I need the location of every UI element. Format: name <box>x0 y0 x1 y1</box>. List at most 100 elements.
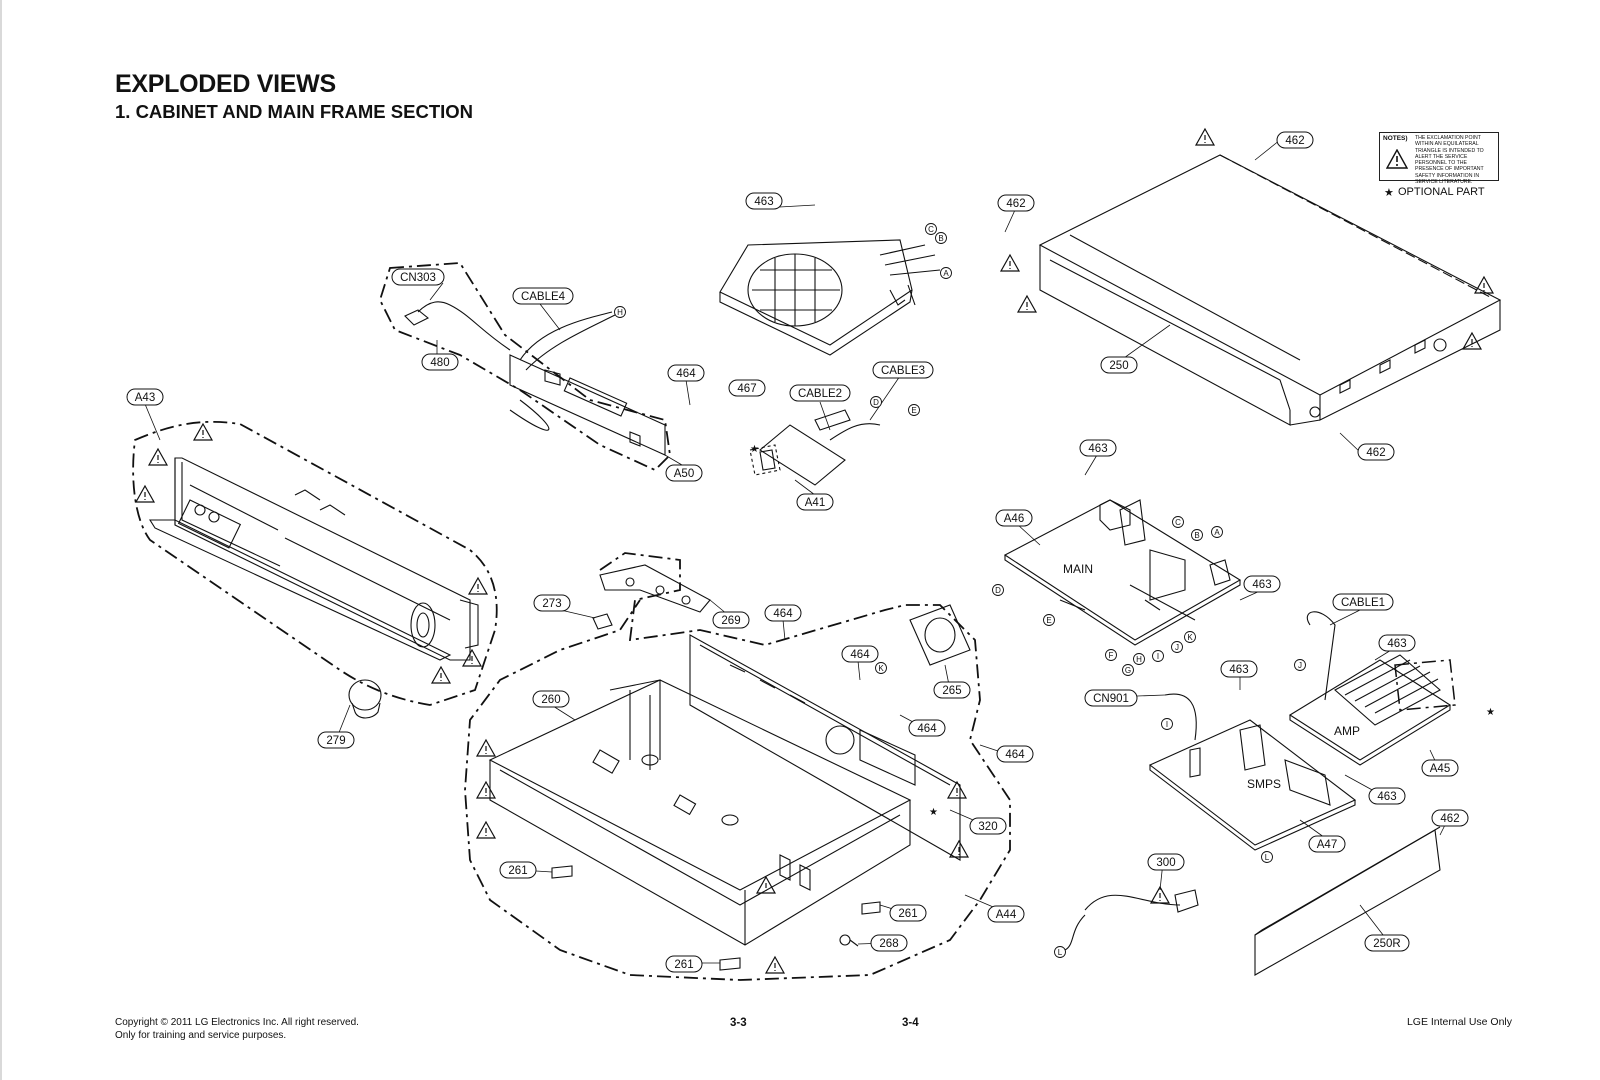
callout-text: A44 <box>996 909 1017 921</box>
callout-text: 467 <box>737 383 756 395</box>
front-board-a50 <box>404 301 666 456</box>
knob-279 <box>348 679 382 719</box>
connector-a: A <box>940 267 952 279</box>
callout-279: 279 <box>317 731 355 749</box>
callout-a44: A44 <box>987 905 1025 923</box>
connector-h: H <box>1133 653 1145 665</box>
callout-a46: A46 <box>995 509 1033 527</box>
warning-triangle-icon <box>1386 149 1408 169</box>
callout-text: 464 <box>676 368 696 380</box>
svg-text:J: J <box>1175 643 1179 652</box>
a50-group-outline <box>379 262 671 472</box>
callout-text: CN901 <box>1093 693 1129 705</box>
callout-text: 464 <box>850 649 870 661</box>
callout-text: A45 <box>1430 763 1450 775</box>
callout-a41: A41 <box>796 493 834 511</box>
callout-text: 462 <box>1366 447 1385 459</box>
leader-lines <box>144 139 1449 964</box>
callout-text: 250R <box>1373 938 1401 950</box>
callout-320: 320 <box>969 817 1007 835</box>
svg-text:★: ★ <box>1486 707 1495 718</box>
connector-d: D <box>870 396 882 408</box>
svg-text:K: K <box>878 664 884 673</box>
svg-text:G: G <box>1125 666 1131 675</box>
key-board-269 <box>599 564 711 613</box>
svg-text:K: K <box>1187 633 1193 642</box>
warning-triangle-icons <box>134 127 1495 974</box>
callout-250r: 250R <box>1364 934 1410 952</box>
callout-cable4: CABLE4 <box>512 287 574 305</box>
svg-text:F: F <box>1109 651 1114 660</box>
connector-d: D <box>992 584 1004 596</box>
callout-cn901: CN901 <box>1084 689 1138 707</box>
connector-b: B <box>935 232 947 244</box>
connector-k: K <box>1184 631 1196 643</box>
board-label-main: MAIN <box>1063 562 1093 576</box>
callout-480: 480 <box>421 353 459 371</box>
callout-text: 279 <box>326 735 345 747</box>
svg-text:J: J <box>1298 661 1302 670</box>
callout-text: 480 <box>430 357 449 369</box>
connector-l: L <box>1261 851 1273 863</box>
callout-text: 464 <box>773 608 793 620</box>
callout-462: 462 <box>1357 443 1395 461</box>
callout-a45: A45 <box>1421 759 1459 777</box>
callout-261: 261 <box>665 955 703 973</box>
callout-462: 462 <box>1276 131 1314 149</box>
callout-text: 268 <box>879 938 898 950</box>
svg-text:D: D <box>873 398 879 407</box>
callout-463: 463 <box>1079 439 1117 457</box>
svg-text:I: I <box>1157 652 1159 661</box>
callout-text: 463 <box>1229 664 1248 676</box>
connector-h: H <box>614 306 626 318</box>
notes-box: NOTES) THE EXCLAMATION POINT WITHIN AN E… <box>1379 132 1499 185</box>
connector-k: K <box>875 662 887 674</box>
rear-cover-250r <box>1254 826 1441 976</box>
svg-text:B: B <box>938 234 943 243</box>
optional-part-label: OPTIONAL PART <box>1398 186 1485 198</box>
callout-text: CN303 <box>400 272 436 284</box>
callout-text: 261 <box>674 959 693 971</box>
board-labels: MAIN AMP SMPS <box>1063 562 1360 791</box>
page-edge <box>0 0 2 1080</box>
callout-text: 463 <box>1377 791 1396 803</box>
connector-c: C <box>1172 516 1184 528</box>
callout-cable1: CABLE1 <box>1332 593 1394 611</box>
callout-260: 260 <box>532 690 570 708</box>
optional-star-icon: ★ <box>1384 187 1394 199</box>
callout-463: 463 <box>745 192 783 210</box>
connector-f: F <box>1105 649 1117 661</box>
board-label-smps: SMPS <box>1247 777 1281 791</box>
svg-text:E: E <box>911 406 916 415</box>
optional-star-icons: ★ ★ ★ <box>750 444 1495 818</box>
callout-a47: A47 <box>1308 835 1346 853</box>
callout-text: 260 <box>541 694 560 706</box>
svg-text:C: C <box>1175 518 1181 527</box>
board-label-amp: AMP <box>1334 724 1360 738</box>
svg-text:A: A <box>1214 528 1220 537</box>
callout-text: 320 <box>978 821 997 833</box>
svg-text:I: I <box>1166 720 1168 729</box>
callout-261: 261 <box>499 861 537 879</box>
callout-250: 250 <box>1100 356 1138 374</box>
svg-text:H: H <box>1136 655 1142 664</box>
callout-text: A47 <box>1317 839 1337 851</box>
callout-text: CABLE4 <box>521 291 566 303</box>
connector-i: I <box>1161 718 1173 730</box>
connector-j: J <box>1171 641 1183 653</box>
feet-261 <box>551 865 881 971</box>
svg-text:C: C <box>928 225 934 234</box>
svg-text:B: B <box>1194 531 1199 540</box>
main-chassis <box>488 679 912 946</box>
callout-text: A43 <box>135 392 155 404</box>
svg-text:L: L <box>1058 948 1063 957</box>
callout-text: 462 <box>1006 198 1025 210</box>
clamp-268 <box>839 934 859 947</box>
callout-text: CABLE3 <box>881 365 925 377</box>
rear-panel-320 <box>689 634 961 861</box>
amp-board-a45 <box>1288 611 1456 766</box>
callout-269: 269 <box>712 611 750 629</box>
